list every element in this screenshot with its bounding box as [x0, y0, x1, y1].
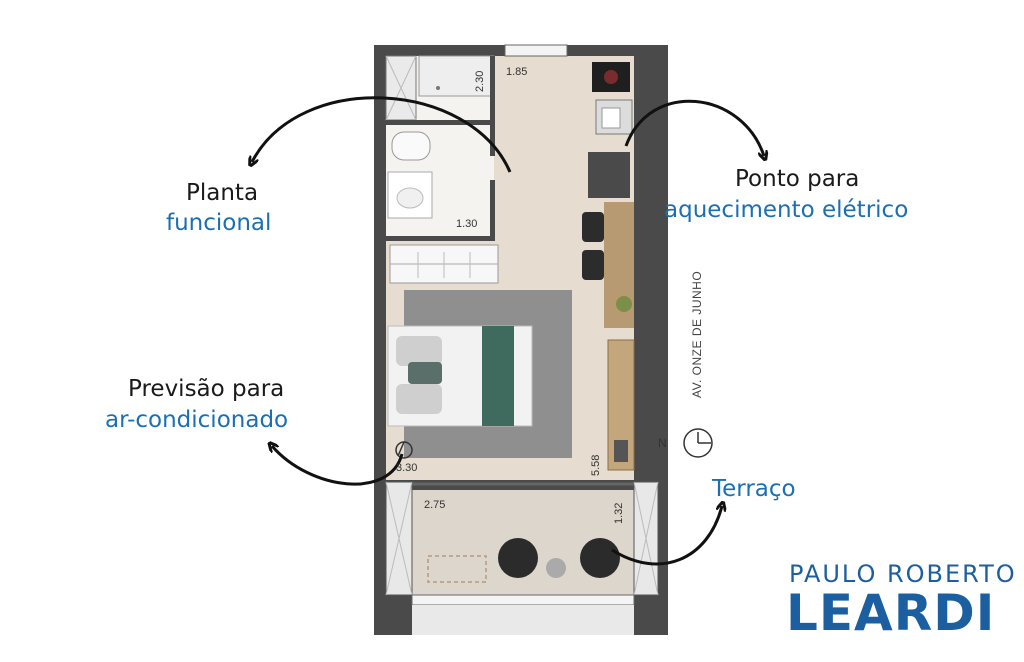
terrace-chair-right — [580, 538, 620, 578]
dim-room-length: 5.58 — [590, 454, 602, 476]
arrow-planta — [252, 96, 512, 173]
dim-terrace-width: 2.75 — [424, 499, 446, 511]
terrace-bench — [427, 555, 487, 583]
fridge — [588, 152, 630, 198]
label-previsao-line2: ar-condicionado — [105, 407, 289, 433]
toilet — [391, 131, 431, 161]
terrace-railing — [411, 594, 635, 606]
compass-icon — [683, 428, 713, 458]
stool-bottom — [582, 250, 604, 280]
arrow-ponto — [624, 99, 764, 156]
compass-north-letter: N — [658, 436, 667, 450]
dim-bath-width: 1.85 — [506, 66, 528, 78]
label-ponto-line2: aquecimento elétrico — [664, 197, 909, 223]
arrow-terraco — [611, 506, 722, 566]
pillow-bottom — [396, 384, 442, 414]
label-previsao-line1: Previsão para — [128, 376, 285, 402]
dim-terrace-depth: 1.32 — [613, 502, 625, 524]
terrace-table — [546, 558, 566, 578]
arrow-previsao — [272, 446, 404, 486]
label-ponto-line1: Ponto para — [735, 166, 860, 192]
brand-logo: LEARDI — [786, 584, 996, 642]
dim-bath-top-height: 2.30 — [474, 70, 486, 92]
bed-throw — [482, 326, 514, 426]
street-name: AV. ONZE DE JUNHO — [690, 270, 704, 398]
terrace-chair-left — [498, 538, 538, 578]
shower-area — [418, 55, 495, 97]
label-planta-line2: funcional — [166, 210, 272, 236]
dim-bath-bottom: 1.30 — [456, 218, 478, 230]
label-terraco: Terraço — [712, 476, 796, 502]
top-window — [504, 44, 568, 57]
pillow-top — [396, 336, 442, 366]
dim-room-width: 3.30 — [396, 462, 418, 474]
label-planta-line1: Planta — [186, 180, 259, 206]
stool-top — [582, 212, 604, 242]
brand-line1: PAULO ROBERTO — [789, 560, 1017, 588]
